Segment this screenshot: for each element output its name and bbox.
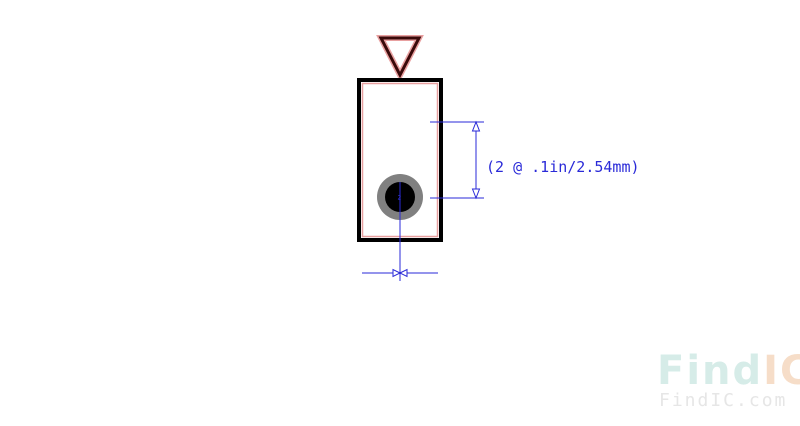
arrow-right-icon [392, 268, 402, 278]
watermark-brand-part2: IC [763, 348, 800, 394]
findic-watermark-logo: FindIC FindIC.com [657, 348, 800, 411]
arrow-up-icon [471, 120, 481, 132]
arrow-down-icon [471, 188, 481, 200]
pad-width-dimension [362, 182, 438, 281]
pitch-dimension-label: (2 @ .1in/2.54mm) [486, 158, 640, 176]
pitch-dimension [430, 120, 484, 200]
arrow-left-icon [398, 268, 408, 278]
watermark-url: FindIC.com [659, 390, 787, 411]
svg-text:FindIC: FindIC [657, 348, 800, 394]
pin1-marker-icon [376, 35, 424, 82]
watermark-brand-part1: Find [657, 348, 763, 394]
pad-2-label: 2 [398, 195, 402, 202]
